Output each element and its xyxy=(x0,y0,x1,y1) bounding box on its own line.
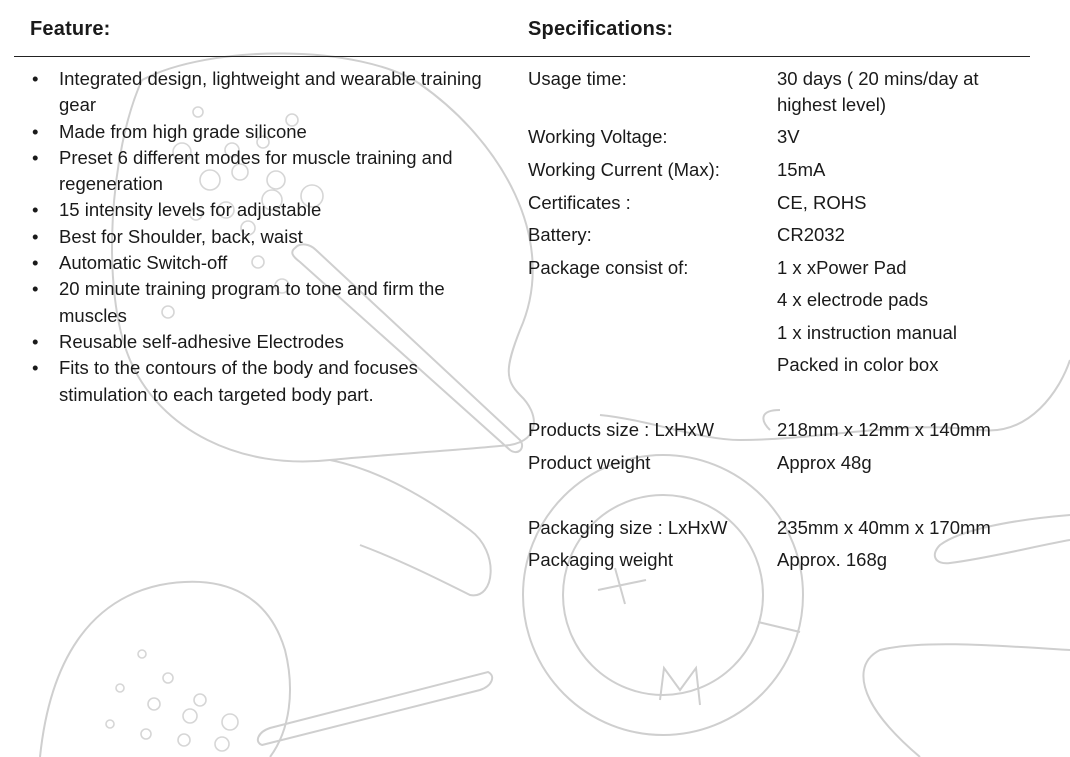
packaging-size-value: 235mm x 40mm x 170mm xyxy=(777,517,991,538)
packaging-weight-label: Packaging weight xyxy=(528,549,674,570)
working-voltage-value: 3V xyxy=(777,126,800,147)
feature-item: Automatic Switch-off xyxy=(30,250,490,277)
product-size-value: 218mm x 12mm x 140mm xyxy=(777,419,991,440)
usage-time-value: 30 days ( 20 mins/day at highest level) xyxy=(777,68,979,115)
feature-item: Preset 6 different modes for muscle trai… xyxy=(30,145,490,198)
battery-label: Battery: xyxy=(528,224,592,245)
specifications-heading: Specifications: xyxy=(528,18,674,40)
package-item: 4 x electrode pads xyxy=(777,289,929,310)
working-current-label: Working Current (Max): xyxy=(528,159,720,180)
feature-item: 15 intensity levels for adjustable xyxy=(30,197,490,224)
package-item: 1 x instruction manual xyxy=(777,322,957,343)
feature-item: Made from high grade silicone xyxy=(30,119,490,146)
feature-list: Integrated design, lightweight and weara… xyxy=(30,66,490,408)
header-divider xyxy=(14,56,1030,57)
product-weight-label: Product weight xyxy=(528,452,651,473)
product-weight-value: Approx 48g xyxy=(777,452,872,473)
package-item: 1 x xPower Pad xyxy=(777,257,907,278)
certificates-label: Certificates : xyxy=(528,192,631,213)
feature-item: Fits to the contours of the body and foc… xyxy=(30,355,490,408)
feature-item: Integrated design, lightweight and weara… xyxy=(30,66,490,119)
feature-item: 20 minute training program to tone and f… xyxy=(30,276,490,329)
working-current-value: 15mA xyxy=(777,159,826,180)
usage-time-label: Usage time: xyxy=(528,68,627,89)
feature-item: Best for Shoulder, back, waist xyxy=(30,224,490,251)
feature-heading: Feature: xyxy=(30,18,111,40)
working-voltage-label: Working Voltage: xyxy=(528,126,668,147)
packaging-size-label: Packaging size : LxHxW xyxy=(528,517,728,538)
product-size-label: Products size : LxHxW xyxy=(528,419,715,440)
packaging-weight-value: Approx. 168g xyxy=(777,549,888,570)
battery-value: CR2032 xyxy=(777,224,845,245)
package-item: Packed in color box xyxy=(777,354,939,375)
feature-item: Reusable self-adhesive Electrodes xyxy=(30,329,490,356)
certificates-value: CE, ROHS xyxy=(777,192,867,213)
package-label: Package consist of: xyxy=(528,257,689,278)
